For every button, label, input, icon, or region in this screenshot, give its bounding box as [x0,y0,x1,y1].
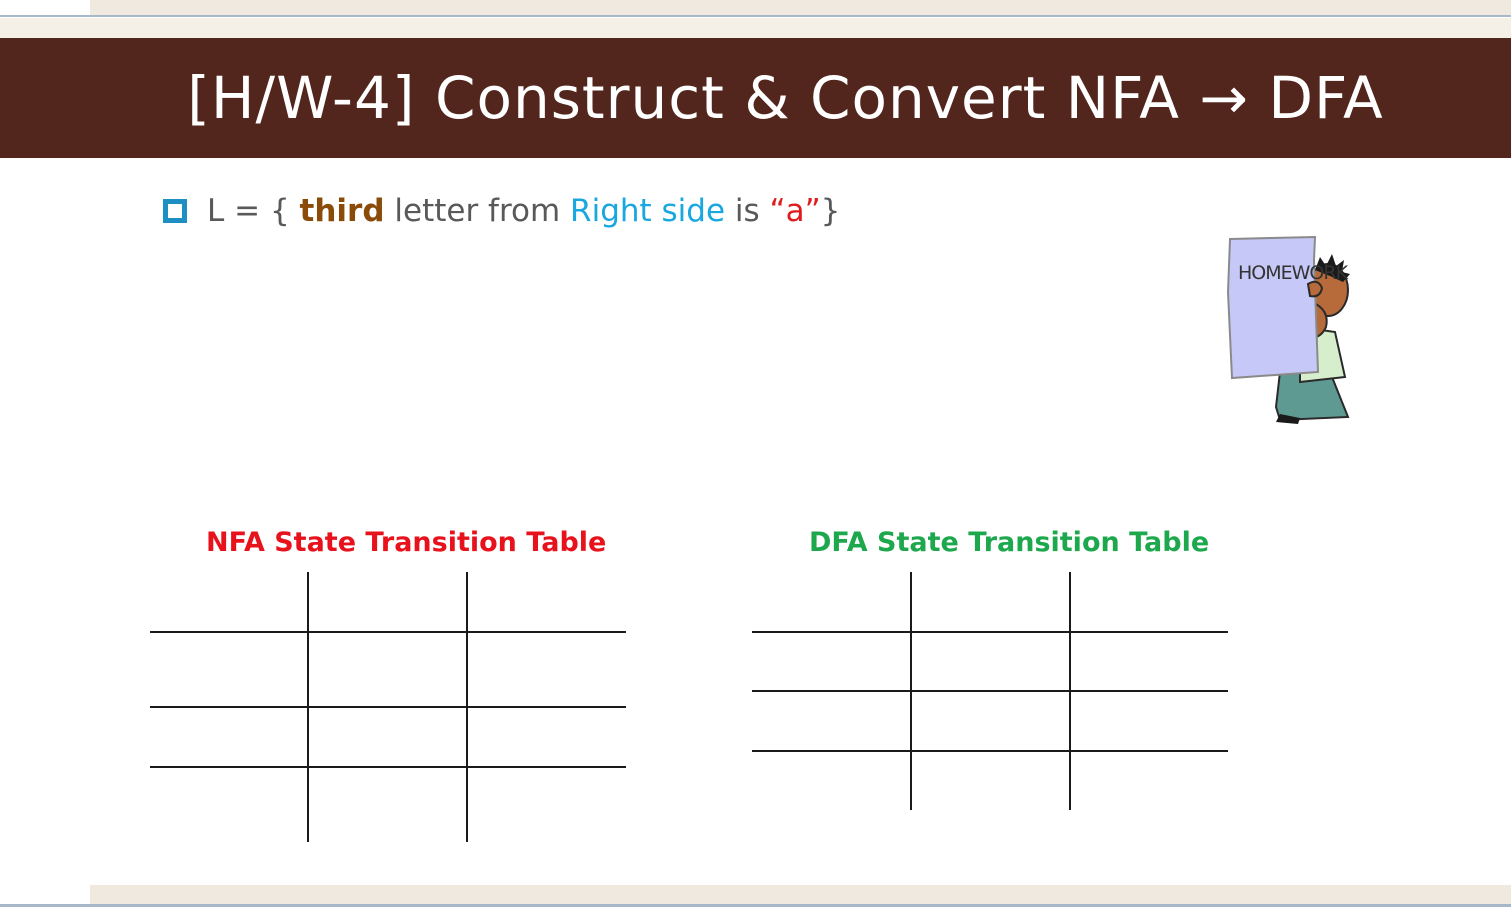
language-bullet: L = { third letter from Right side is “a… [163,190,840,232]
bottom-band [0,907,1511,918]
sign-text: HOMEWORK [1238,262,1349,284]
grid-line [752,690,1228,692]
square-bullet-icon [163,199,187,223]
language-definition: L = { third letter from Right side is “a… [207,193,840,229]
next-slide-strip [90,885,1511,905]
word-a: “a” [769,193,821,229]
bullet-prefix: L = { [207,193,300,229]
dfa-table-title: DFA State Transition Table [809,527,1210,558]
grid-line [150,706,626,708]
word-right-side: Right side [570,193,726,229]
top-band [0,18,1511,38]
top-divider [0,15,1511,17]
grid-line [752,631,1228,633]
grid-line [150,631,626,633]
bullet-suffix: } [820,193,841,229]
bullet-middle: letter from [384,193,571,229]
homework-person-icon: HOMEWORK [1226,235,1350,424]
nfa-transition-table [150,572,628,844]
title-bar: [H/W-4] Construct & Convert NFA → DFA [0,38,1511,158]
slide-title: [H/W-4] Construct & Convert NFA → DFA [187,64,1384,132]
bottom-divider [0,904,1511,907]
word-third: third [299,193,385,229]
grid-line [752,750,1228,752]
previous-slide-strip [90,0,1511,16]
nfa-table-title: NFA State Transition Table [206,527,607,558]
dfa-transition-table [752,572,1230,812]
bullet-is: is [725,193,770,229]
grid-line [150,766,626,768]
